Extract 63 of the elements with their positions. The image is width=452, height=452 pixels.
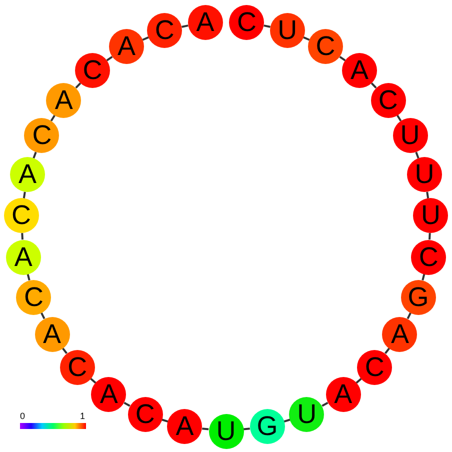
nucleotide-circle: A (382, 316, 418, 352)
nucleotide-circle: A (34, 316, 70, 352)
backbone-line (40, 312, 46, 320)
nucleotide-circle: C (147, 12, 182, 48)
backbone-line (356, 378, 362, 384)
nucleotide-circle: A (326, 376, 361, 412)
backbone-line (62, 348, 68, 354)
nucleotide-circle: C (24, 118, 60, 154)
backbone-line (142, 36, 149, 41)
backbone-line (162, 418, 168, 423)
scale-tick-label: 1 (80, 412, 86, 421)
backbone-line (243, 428, 250, 430)
scale-tick-label: 0 (20, 412, 26, 421)
nucleotide-circle: A (10, 157, 46, 192)
backbone-line (124, 402, 130, 407)
nucleotide-circle: U (406, 157, 442, 192)
nucleotide-circle: A (188, 4, 223, 40)
backbone-line (339, 56, 346, 62)
backbone-line (396, 114, 402, 122)
backbone-line (50, 114, 56, 122)
backbone-line (322, 402, 328, 407)
nucleotide-circle: U (413, 198, 448, 234)
nucleotide-circle: U (289, 396, 324, 432)
nucleotide-circle: C (128, 396, 163, 432)
backbone-line (406, 312, 412, 320)
backbone-line (26, 274, 30, 281)
nucleotide-circle: A (109, 29, 144, 64)
nucleotide-circle: C (411, 240, 446, 275)
nucleotide-circle: C (370, 83, 406, 118)
nucleotide-circle: C (16, 280, 52, 315)
nucleotide-circle: A (91, 376, 126, 412)
backbone-line (370, 82, 377, 89)
backbone-line (415, 152, 420, 159)
backbone-line (202, 428, 209, 430)
backbone-line (75, 82, 82, 89)
nucleotide-circle: G (400, 280, 436, 315)
nucleotide-circle: C (229, 4, 264, 40)
backbone-line (428, 233, 431, 240)
nucleotide-circle: C (60, 350, 95, 385)
backbone-line (90, 378, 96, 384)
backbone-line (182, 24, 188, 28)
nucleotide-circle: C (74, 52, 110, 88)
backbone-line (264, 24, 270, 28)
backbone-line (284, 418, 290, 423)
nucleotide-circle: C (357, 350, 392, 385)
backbone-line (21, 233, 24, 240)
nucleotide-circle: A (167, 409, 202, 444)
nucleotide-circle: G (250, 409, 285, 444)
backbone-line (106, 56, 113, 62)
backbone-line (426, 192, 430, 198)
backbone-line (422, 274, 426, 281)
nucleotide-circle: U (208, 414, 244, 448)
backbone-line (303, 36, 310, 41)
nucleotide-circle: U (392, 118, 428, 154)
backbone-line (22, 192, 26, 198)
backbone-line (384, 348, 390, 354)
nucleotide-circle: C (308, 29, 343, 64)
nucleotide-circle: A (342, 52, 378, 88)
nucleotide-circle: U (270, 12, 305, 48)
nucleotide-circle: A (6, 240, 41, 275)
backbone-line (32, 152, 37, 159)
nucleotide-circle: A (46, 83, 82, 118)
nucleotide-circle: C (4, 198, 39, 234)
